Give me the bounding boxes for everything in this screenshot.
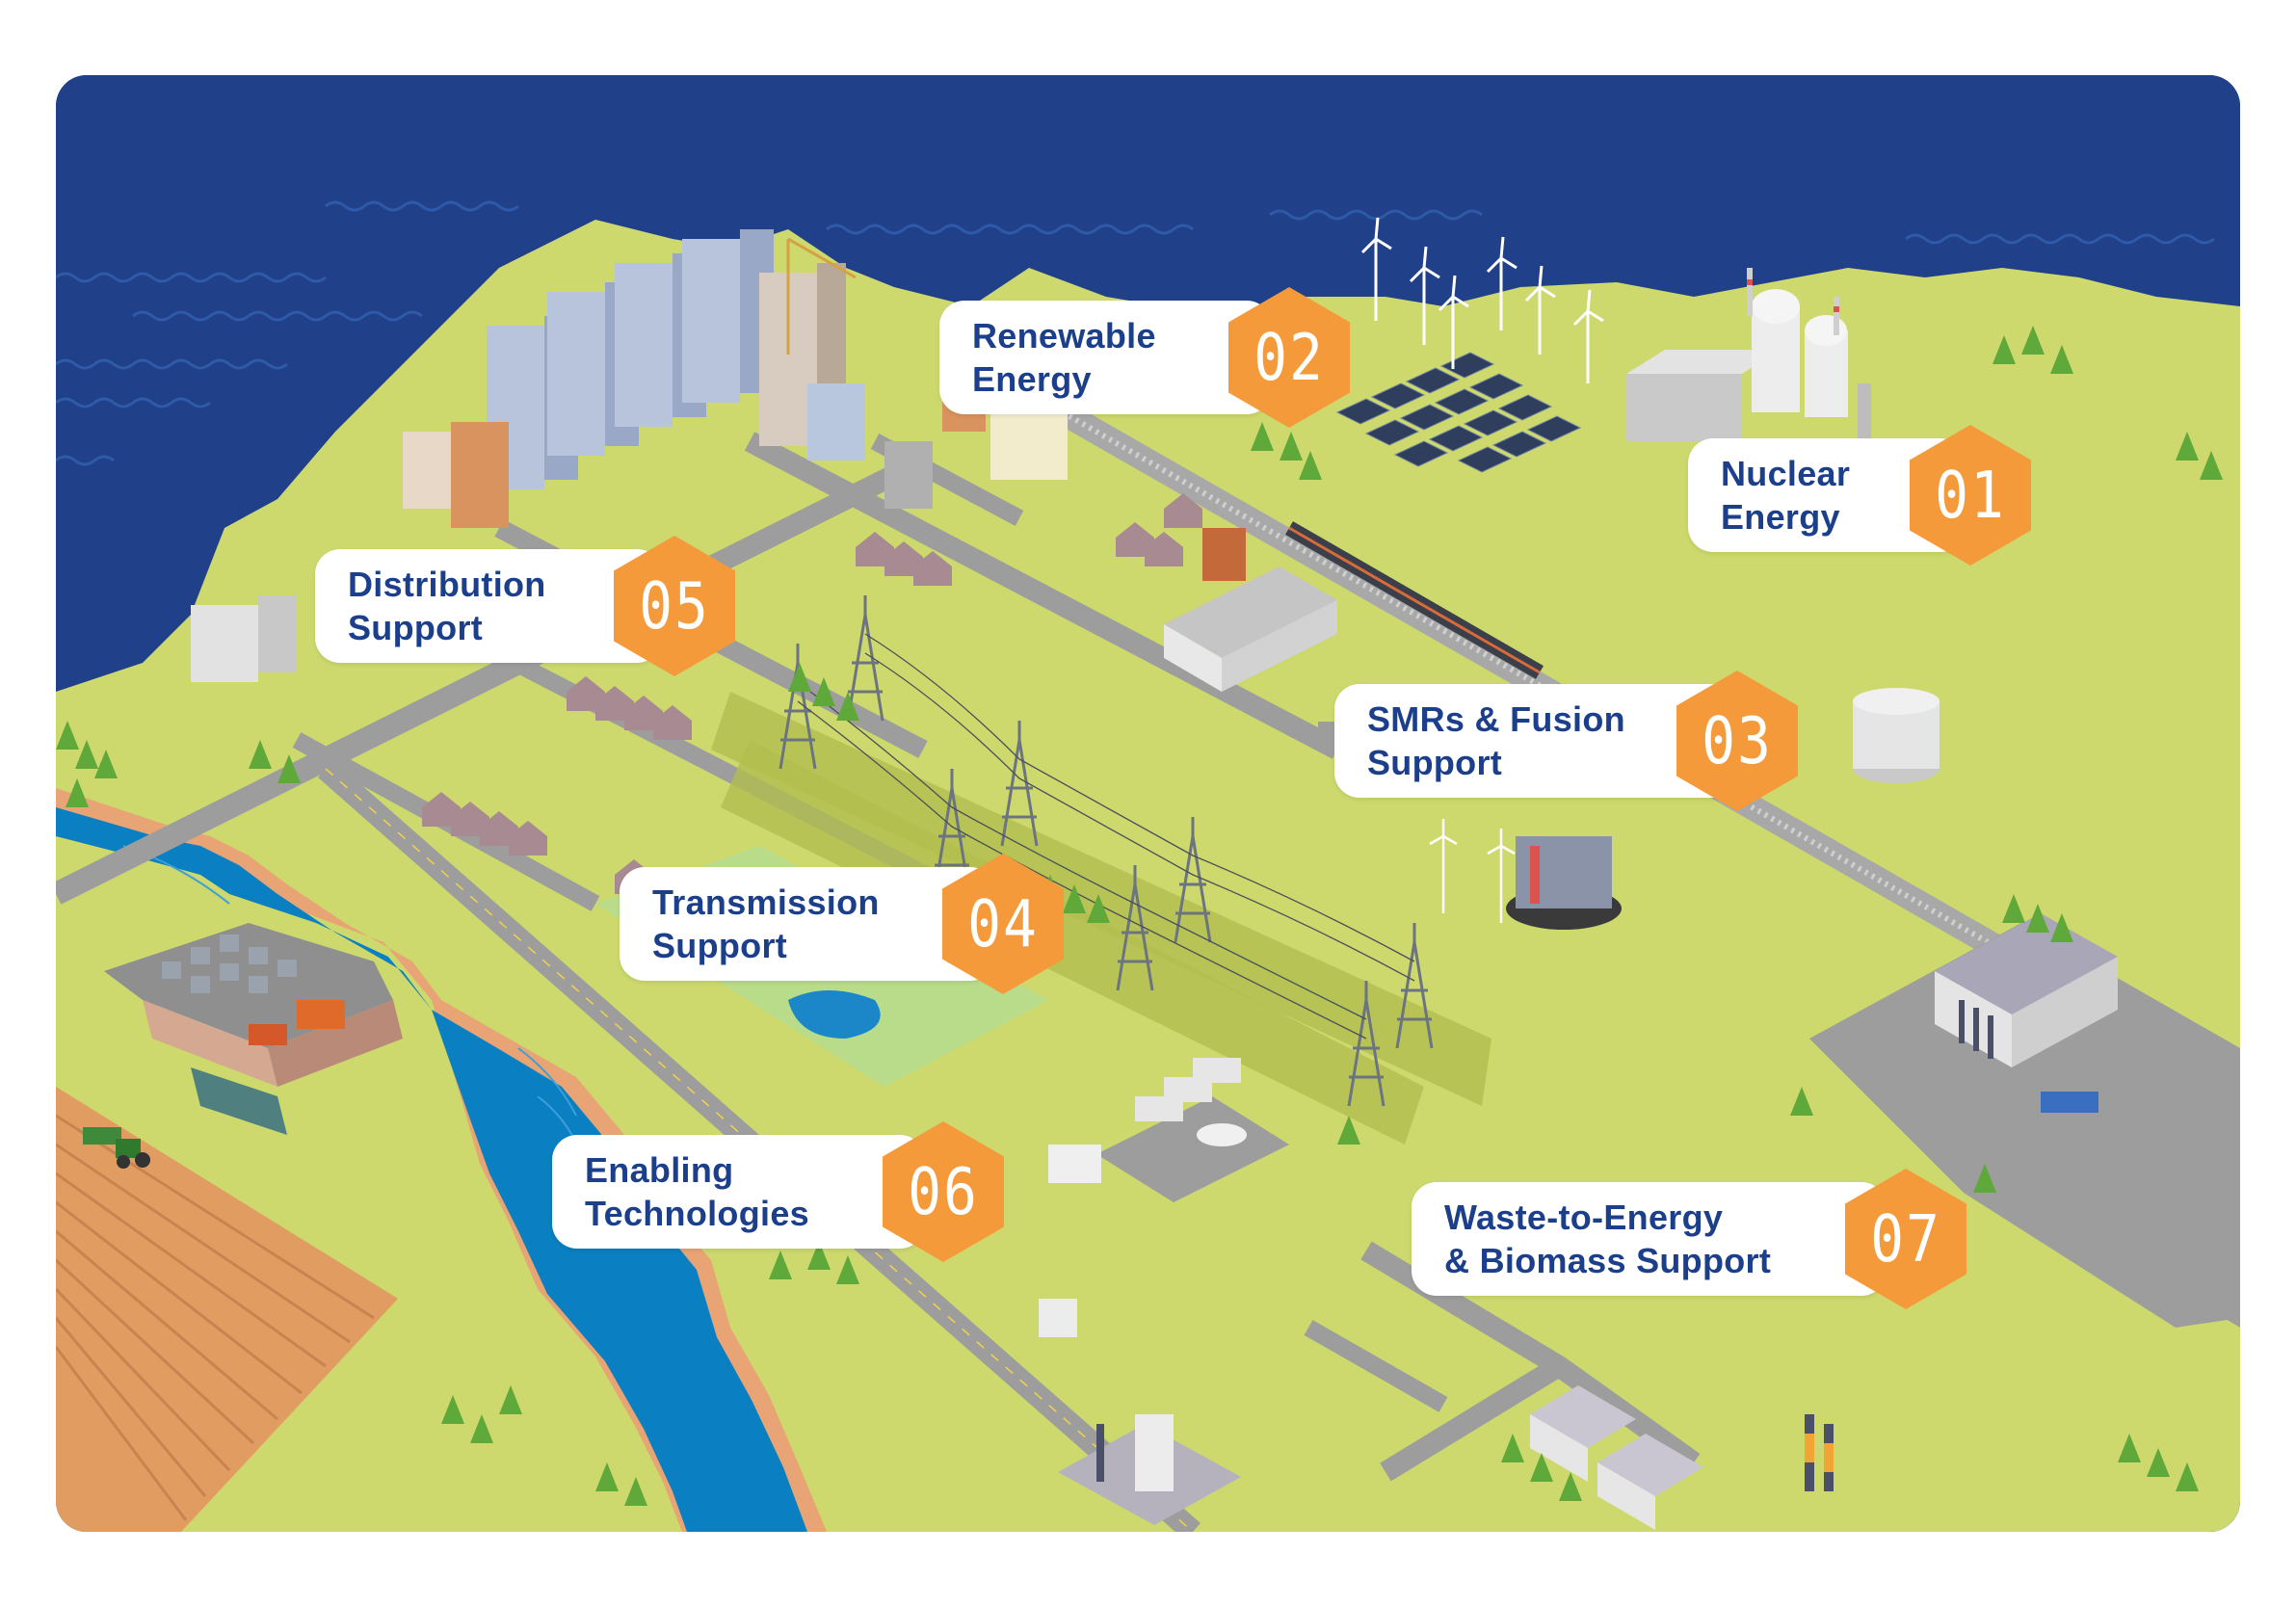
solar-farm: [1335, 352, 1582, 473]
label-pill: Renewable Energy: [939, 301, 1272, 414]
label-line2: & Biomass Support: [1444, 1241, 1772, 1280]
smr-reactors: [1506, 688, 1940, 930]
label-line1: Distribution: [348, 565, 546, 604]
badge-number: 01: [1935, 457, 2006, 534]
label-renewable-energy[interactable]: Renewable Energy 02: [939, 287, 1350, 428]
label-distribution-support[interactable]: Distribution Support 05: [315, 536, 735, 676]
offshore-wind-farm: [1360, 217, 1604, 383]
number-badge: 02: [1228, 287, 1350, 428]
label-line2: Support: [1367, 743, 1503, 782]
badge-number: 02: [1254, 319, 1325, 396]
label-pill: Distribution Support: [315, 549, 662, 663]
bottom-factories: [1039, 1299, 1834, 1530]
label-enabling-technologies[interactable]: Enabling Technologies 06: [552, 1121, 1004, 1262]
transmission-corridor: [711, 595, 1491, 1145]
farm-field: [56, 1087, 398, 1532]
badge-number: 06: [908, 1153, 979, 1230]
factory-building: [1164, 528, 1337, 692]
number-badge: 06: [883, 1121, 1004, 1262]
label-line2: Energy: [972, 359, 1092, 399]
label-line1: Waste-to-Energy: [1444, 1198, 1724, 1237]
label-line2: Technologies: [585, 1194, 809, 1233]
onshore-wind-turbines: [1429, 819, 1516, 923]
map-frame: Nuclear Energy 01 Renewable Energy 02 SM…: [56, 75, 2240, 1532]
label-pill: SMRs & Fusion Support: [1334, 684, 1741, 798]
label-line1: Transmission: [652, 882, 880, 922]
label-pill: Enabling Technologies: [552, 1135, 925, 1249]
label-line2: Support: [348, 608, 484, 647]
label-waste-to-energy-biomass[interactable]: Waste-to-Energy & Biomass Support 07: [1412, 1169, 1966, 1309]
number-badge: 07: [1845, 1169, 1966, 1309]
land: [56, 220, 2240, 1532]
label-line1: Enabling: [585, 1150, 734, 1190]
label-transmission-support[interactable]: Transmission Support 04: [620, 854, 1064, 994]
data-center: [1048, 1058, 1289, 1202]
label-line1: SMRs & Fusion: [1367, 699, 1625, 739]
isometric-energy-map: [56, 75, 2240, 1532]
badge-number: 05: [639, 567, 710, 645]
badge-number: 04: [967, 885, 1039, 962]
badge-number: 07: [1870, 1200, 1941, 1277]
label-smrs-fusion-support[interactable]: SMRs & Fusion Support 03: [1334, 671, 1798, 811]
label-line2: Energy: [1721, 497, 1840, 537]
label-pill: Waste-to-Energy & Biomass Support: [1412, 1182, 1887, 1296]
label-pill: Transmission Support: [620, 867, 995, 981]
label-line1: Nuclear: [1721, 454, 1851, 493]
label-nuclear-energy[interactable]: Nuclear Energy 01: [1688, 425, 2031, 566]
label-line1: Renewable: [972, 316, 1156, 355]
hydro-dam: [104, 923, 403, 1135]
city-skyline: [191, 229, 1068, 682]
badge-number: 03: [1702, 702, 1773, 779]
nuclear-plant: [1626, 268, 1871, 441]
trees: [56, 326, 2223, 1506]
label-line2: Support: [652, 926, 788, 965]
